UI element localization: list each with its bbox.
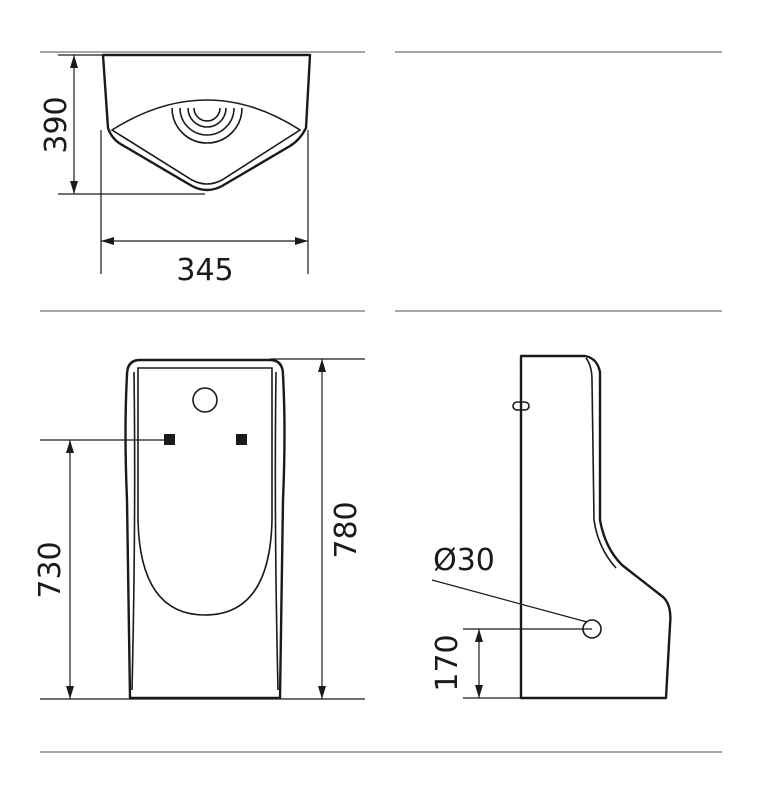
dim-730-arrow-top: [66, 440, 74, 453]
dim-d30-label: Ø30: [433, 543, 495, 578]
side-view-inner-curve: [585, 357, 617, 569]
side-view: Ø30 170: [430, 354, 672, 700]
top-view-bowl: [110, 99, 302, 185]
dim-780-arrow-bottom: [318, 686, 326, 699]
inlet-circle: [192, 387, 218, 413]
dim-345-label: 345: [176, 253, 233, 288]
dim-780-label: 780: [329, 501, 364, 558]
drain-circles: [171, 107, 243, 144]
front-view-inner-right: [274, 371, 279, 691]
dim-170-arrow-bottom: [475, 685, 483, 698]
dim-780-arrow-top: [318, 359, 326, 372]
wall-hook: [512, 401, 530, 411]
dim-170-arrow-top: [475, 629, 483, 642]
front-view: 730 780: [33, 358, 365, 700]
front-view-outline: [124, 358, 286, 700]
front-view-bowl: [137, 367, 273, 616]
dim-170-label: 170: [430, 634, 465, 691]
dim-d30-leader: [431, 579, 588, 623]
dim-345-arrow-right: [295, 237, 308, 245]
dim-390-arrow-bottom: [70, 181, 78, 194]
side-view-outline: [519, 354, 672, 700]
dim-345-arrow-left: [101, 237, 114, 245]
top-view: 390 345: [39, 53, 312, 288]
top-view-outline: [101, 53, 312, 192]
front-view-inner-left: [131, 371, 136, 691]
dim-730-label: 730: [33, 541, 68, 598]
dim-390-arrow-top: [70, 55, 78, 68]
dim-730-arrow-bottom: [66, 686, 74, 699]
mount-point-left: [164, 434, 175, 445]
mount-point-right: [236, 434, 247, 445]
dim-390-label: 390: [39, 96, 74, 153]
